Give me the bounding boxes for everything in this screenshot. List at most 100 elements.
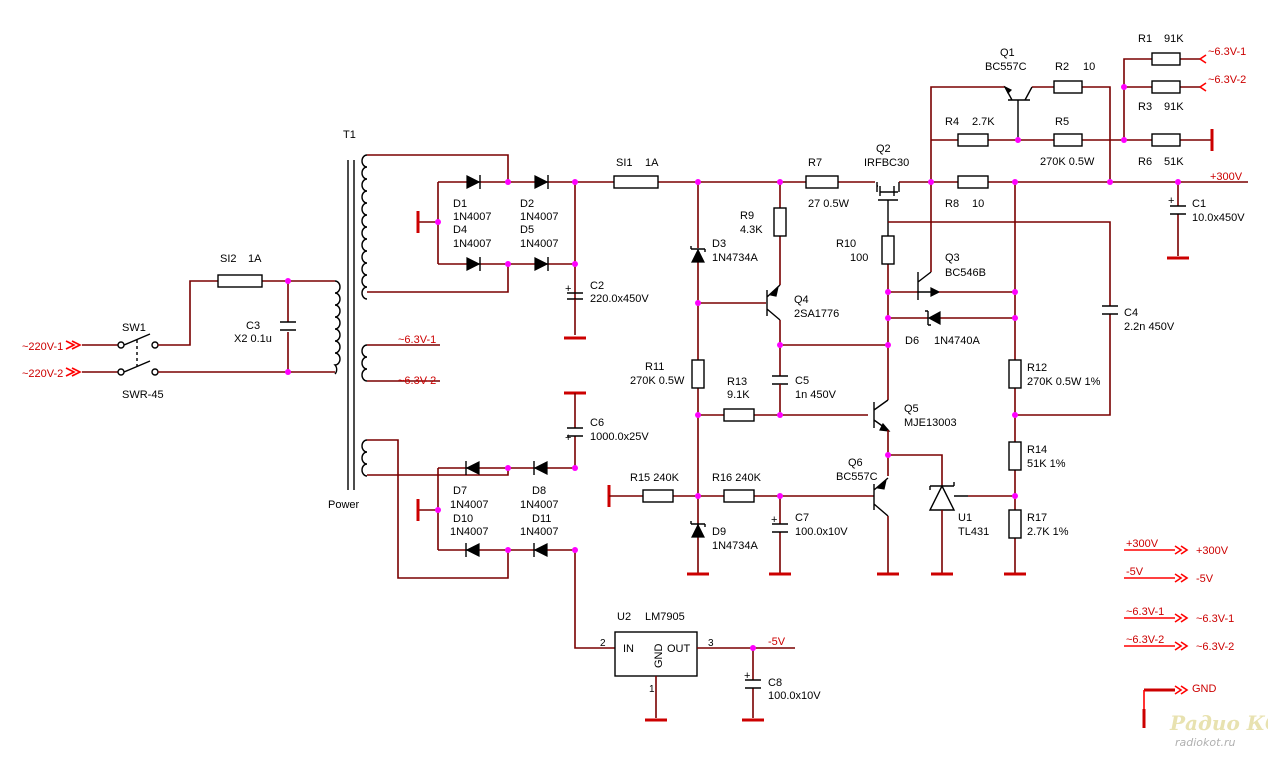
label-q2-value: IRFBC30 [864,157,909,169]
sec-label-6v3-1: ~6.3V-1 [398,334,436,346]
label-r5-value: 270K 0.5W [1040,156,1095,168]
label-d4-value: 1N4007 [453,238,492,250]
diode-d1: D1 1N4007 [453,175,492,223]
watermark-title: Радио КОТ [1169,711,1268,735]
label-r12: R12 [1027,362,1047,374]
label-r6: R6 [1138,156,1152,168]
sec-label-6v3-2: ~6.3V-2 [398,375,436,387]
label-c7-value: 100.0x10V [795,526,848,538]
label-c8: C8 [768,677,782,689]
resistor-r16: R16 240K [712,472,762,503]
label-d6: D6 [905,335,919,347]
resistor-r6: R6 51K [1138,133,1184,168]
label-r9-value: 4.3K [740,224,763,236]
label-r11: R11 [645,361,664,373]
label-c4: C4 [1124,307,1138,319]
transistor-q1: Q1 BC557C [985,47,1033,140]
label-r12-value: 270K 0.5W 1% [1027,376,1101,388]
label-r4: R4 [945,116,959,128]
label-c1: C1 [1192,198,1206,210]
label-c7: C7 [795,512,809,524]
label-u2-value: LM7905 [645,611,685,623]
label-q3: Q3 [945,252,960,264]
label-u2-in: IN [623,643,634,655]
resistor-r15: R15 240K [607,472,874,507]
svg-text:+: + [565,432,571,444]
label-r14-value: 51K 1% [1027,458,1066,470]
label-r11-value: 270K 0.5W [630,375,685,387]
label-u2: U2 [617,611,631,623]
label-c5-value: 1n 450V [795,389,837,401]
label-r3: R3 [1138,101,1152,113]
svg-text:+: + [744,670,750,682]
label-d8-value: 1N4007 [520,499,559,511]
fuse-si2: SI2 1A [217,253,263,288]
label-d6-value: 1N4740A [934,335,981,347]
label-c2-value: 220.0x450V [590,293,649,305]
label-d3: D3 [712,238,726,250]
label-r6-value: 51K [1164,156,1184,168]
label-d11: D11 [532,513,551,525]
transformer-t1: T1 Power [328,129,368,511]
label-r9: R9 [740,210,754,222]
label-q1-value: BC557C [985,61,1027,73]
label-d5: D5 [520,224,534,236]
label-q6: Q6 [848,457,863,469]
label-r1-value: 91K [1164,33,1184,45]
label-d3-value: 1N4734A [712,252,759,264]
label-si1: SI1 [616,157,633,169]
label-r7: R7 [808,157,822,169]
label-d2-value: 1N4007 [520,211,559,223]
capacitor-c3: C3 X2 0.1u [234,281,296,372]
label-si1-value: 1A [645,157,659,169]
watermark-url: radiokot.ru [1175,736,1235,749]
zener-d3: D3 1N4734A [690,238,759,264]
label-r7-value: 27 0.5W [808,198,850,210]
resistor-r17: R17 2.7K 1% [1008,509,1069,539]
legend-5v-a: -5V [1126,566,1144,578]
legend-5v-b: -5V [1196,573,1214,585]
diode-d7: D7 1N4007 [450,461,489,511]
label-d7: D7 [453,485,467,497]
label-d8: D8 [532,485,546,497]
label-r14: R14 [1027,444,1047,456]
capacitor-c7: + C7 100.0x10V [769,496,848,576]
label-q5-value: MJE13003 [904,417,957,429]
net-label-minus5v: -5V [768,636,786,648]
pin-2: 2 [600,638,606,649]
label-q6-value: BC557C [836,471,878,483]
svg-text:+: + [771,514,777,526]
transistor-q6: Q6 BC557C [836,457,899,576]
label-d2: D2 [520,198,534,210]
net-label-r1-out: ~6.3V-1 [1208,46,1246,58]
label-r5: R5 [1055,116,1069,128]
label-q5: Q5 [904,403,919,415]
label-u1: U1 [958,512,972,524]
legend-300v-a: +300V [1126,538,1159,550]
fuse-si1: SI1 1A [613,157,659,189]
legend-300v-b: +300V [1196,545,1229,557]
legend-6v3-1-a: ~6.3V-1 [1126,606,1164,618]
label-d1-value: 1N4007 [453,211,492,223]
label-c8-value: 100.0x10V [768,690,821,702]
label-d1: D1 [453,198,467,210]
label-q1: Q1 [1000,47,1015,59]
switch-sw1: SW1 SWR-45 [117,322,164,401]
label-d9: D9 [712,526,726,538]
label-d10-value: 1N4007 [450,526,489,538]
label-u1-value: TL431 [958,526,989,538]
resistor-r13: R13 9.1K [698,376,868,422]
label-c2: C2 [590,280,604,292]
svg-text:+: + [1168,195,1174,207]
transistor-q4: Q4 2SA1776 [698,284,839,376]
label-r2-value: 10 [1083,61,1095,73]
net-label-plus300v: +300V [1210,171,1243,183]
label-d10: D10 [453,513,473,525]
label-d5-value: 1N4007 [520,238,559,250]
resistor-r9: R9 4.3K [740,182,787,285]
label-d7-value: 1N4007 [450,499,489,511]
label-c5: C5 [795,375,809,387]
label-q3-value: BC546B [945,267,986,279]
label-u2-out: OUT [667,643,691,655]
